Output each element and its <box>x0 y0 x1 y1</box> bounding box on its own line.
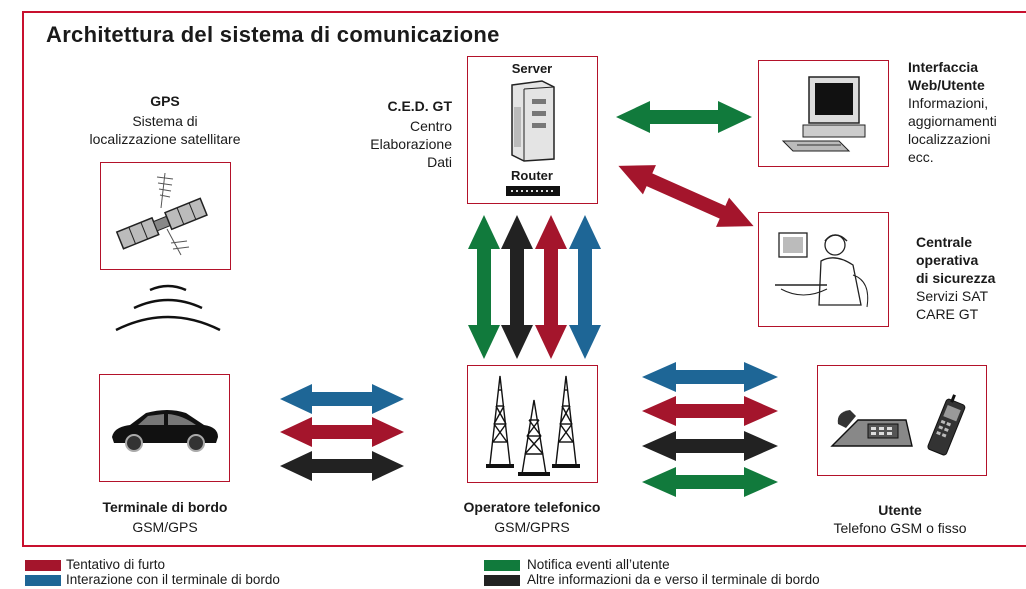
diagram-title: Architettura del sistema di comunicazion… <box>46 22 500 47</box>
ced-line1: Centro <box>409 118 452 134</box>
web-box <box>758 60 889 167</box>
server-icon <box>511 80 555 162</box>
legend-swatch-red <box>25 560 61 571</box>
ced-title: C.E.D. GT <box>387 98 452 114</box>
operatore-box <box>467 365 598 483</box>
arrow-utente-black <box>642 431 778 461</box>
gps-signal-icon <box>115 284 221 332</box>
web-title2: Web/Utente <box>908 77 985 93</box>
web-line3: localizzazioni <box>908 131 991 147</box>
satellite-icon <box>115 172 208 256</box>
arrow-terminale-red <box>280 417 404 447</box>
legend-swatch-green <box>484 560 520 571</box>
legend-label-green: Notifica eventi all’utente <box>527 557 670 572</box>
arrow-vertical-black <box>501 215 533 359</box>
arrow-server-web <box>616 101 752 133</box>
web-line4: ecc. <box>908 149 934 165</box>
operator-icon <box>775 232 869 308</box>
ced-line3: Dati <box>427 154 452 170</box>
web-line2: aggiornamenti <box>908 113 997 129</box>
legend-label-black: Altre informazioni da e verso il termina… <box>527 572 820 587</box>
legend-label-blue: Interazione con il terminale di bordo <box>66 572 280 587</box>
terminale-sub: GSM/GPS <box>132 519 198 535</box>
arrow-vertical-blue <box>569 215 601 359</box>
gps-line1: Sistema di <box>132 113 198 129</box>
arrow-terminale-blue <box>280 384 404 414</box>
satellite-box <box>100 162 231 270</box>
arrow-server-centrale <box>618 165 754 227</box>
operatore-sub: GSM/GPRS <box>494 519 570 535</box>
centrale-line1: Servizi SAT <box>916 288 989 304</box>
centrale-title3: di sicurezza <box>916 270 996 286</box>
ced-line2: Elaborazione <box>370 136 452 152</box>
terminale-title: Terminale di bordo <box>102 499 228 515</box>
operatore-title: Operatore telefonico <box>463 499 601 515</box>
server-label: Server <box>511 61 553 76</box>
arrow-vertical-green <box>468 215 500 359</box>
diagram-frame <box>22 11 1026 547</box>
arrow-utente-green <box>642 467 778 497</box>
arrow-terminale-black <box>280 451 404 481</box>
web-title1: Interfaccia <box>908 59 979 75</box>
arrow-utente-blue <box>642 362 778 392</box>
utente-title: Utente <box>878 502 922 518</box>
telephone-icon <box>830 394 966 456</box>
computer-icon <box>781 76 866 152</box>
centrale-box <box>758 212 889 327</box>
gps-title: GPS <box>150 93 180 109</box>
utente-box <box>817 365 987 476</box>
arrow-vertical-red <box>535 215 567 359</box>
centrale-title2: operativa <box>916 252 979 268</box>
antenna-towers-icon <box>486 375 580 476</box>
legend-swatch-black <box>484 575 520 586</box>
server-box: Server Router <box>467 56 598 204</box>
utente-sub: Telefono GSM o fisso <box>833 520 967 536</box>
car-icon <box>112 410 218 452</box>
legend-label-red: Tentativo di furto <box>66 557 166 572</box>
router-label: Router <box>511 168 553 183</box>
router-icon <box>506 186 560 196</box>
web-line1: Informazioni, <box>908 95 989 111</box>
centrale-line2: CARE GT <box>916 306 979 322</box>
centrale-title1: Centrale <box>916 234 973 250</box>
gps-line2: localizzazione satellitare <box>89 131 241 147</box>
terminale-box <box>99 374 230 482</box>
legend-swatch-blue <box>25 575 61 586</box>
arrow-utente-red <box>642 396 778 426</box>
